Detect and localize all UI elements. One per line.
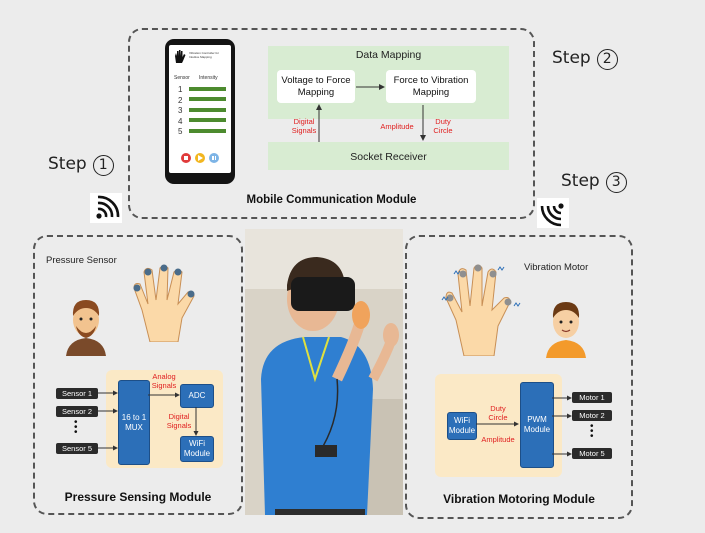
sensor-1-chip: Sensor 1 — [56, 388, 98, 399]
vr-user-photo — [245, 229, 403, 515]
row-number: 3 — [178, 106, 183, 115]
vibration-circuit-arrows — [476, 395, 572, 457]
step-number: 3 — [605, 172, 627, 193]
mux-block: 16 to 1 MUX — [118, 380, 150, 465]
motor-2-chip: Motor 2 — [572, 410, 612, 421]
pause-button[interactable] — [209, 153, 219, 163]
intensity-bar — [189, 97, 226, 101]
wireless-signal-icon — [537, 198, 569, 228]
hand-with-sensors — [133, 264, 195, 342]
motor-1-chip: Motor 1 — [572, 392, 612, 403]
duty-circle-label: Duty Circle — [433, 117, 453, 135]
sensor-row-numbers: 1 2 3 4 5 — [178, 85, 182, 138]
duty-circle-label: Duty Circle — [488, 404, 508, 422]
hand-with-motors — [441, 264, 521, 356]
stop-button[interactable] — [181, 153, 191, 163]
play-icon — [198, 155, 203, 161]
data-mapping-title: Data Mapping — [355, 49, 422, 61]
wireless-signal-icon — [90, 193, 122, 223]
vibration-motoring-module — [405, 235, 633, 519]
pressure-sensor-label: Pressure Sensor — [46, 255, 117, 266]
row-number: 1 — [178, 85, 183, 94]
row-number: 5 — [178, 127, 183, 136]
pause-icon — [214, 156, 216, 160]
pressure-circuit-arrows — [98, 390, 199, 451]
intensity-bar — [189, 108, 226, 112]
amplitude-label: Amplitude — [481, 435, 515, 444]
wifi-module-block: WiFi Module — [447, 412, 477, 440]
step-word: Step — [561, 171, 600, 191]
mobile-module-title: Mobile Communication Module — [246, 194, 417, 206]
row-number: 2 — [178, 95, 183, 105]
smartphone: Vibration Controller for Intuitive Mappi… — [165, 39, 235, 184]
intensity-bar — [189, 118, 226, 122]
digital-signals-label: Digital Signals — [166, 412, 192, 430]
motor-5-chip: Motor 5 — [572, 448, 612, 459]
ellipsis-dots: ••• — [590, 421, 594, 442]
column-sensor: Sensor — [174, 75, 190, 81]
pwm-module-block: PWM Module — [520, 382, 554, 468]
stop-icon — [184, 156, 188, 160]
mobile-communication-module — [128, 28, 535, 219]
hand-icon — [175, 50, 186, 63]
vibration-motor-label: Vibration Motor — [524, 262, 589, 273]
man-avatar — [66, 300, 106, 356]
amplitude-label: Amplitude — [380, 122, 414, 131]
step-word: Step — [552, 48, 591, 68]
app-title: Vibration Controller for Intuitive Mappi… — [189, 51, 219, 59]
pressure-module-title: Pressure Sensing Module — [64, 490, 212, 504]
step-number: 2 — [596, 49, 618, 70]
play-button[interactable] — [195, 153, 205, 163]
ellipsis-dots: ••• — [74, 417, 78, 438]
phone-screen: Vibration Controller for Intuitive Mappi… — [169, 45, 231, 173]
row-number: 4 — [178, 116, 183, 126]
sensor-2-chip: Sensor 2 — [56, 406, 98, 417]
step-word: Step — [48, 154, 87, 174]
intensity-bar — [189, 87, 226, 91]
analog-signals-label: Analog Signals — [151, 372, 177, 390]
pause-icon — [212, 156, 214, 160]
socket-receiver-label: Socket Receiver — [350, 151, 427, 163]
wifi-module-block: WiFi Module — [180, 436, 214, 462]
step-number: 1 — [92, 155, 114, 176]
intensity-bar — [189, 129, 226, 133]
pressure-sensing-module — [33, 235, 243, 515]
mapping-arrows — [316, 84, 426, 142]
socket-receiver-box — [268, 142, 509, 170]
force-to-vibration-mapping-box: Force to Vibration Mapping — [386, 70, 476, 103]
column-intensity: Intensity — [199, 75, 218, 81]
adc-block: ADC — [180, 384, 214, 408]
vibration-module-title: Vibration Motoring Module — [443, 492, 595, 506]
sensor-5-chip: Sensor 5 — [56, 443, 98, 454]
digital-signals-label: Digital Signals — [291, 117, 317, 135]
boy-avatar — [546, 302, 586, 358]
voltage-to-force-mapping-box: Voltage to Force Mapping — [277, 70, 355, 103]
